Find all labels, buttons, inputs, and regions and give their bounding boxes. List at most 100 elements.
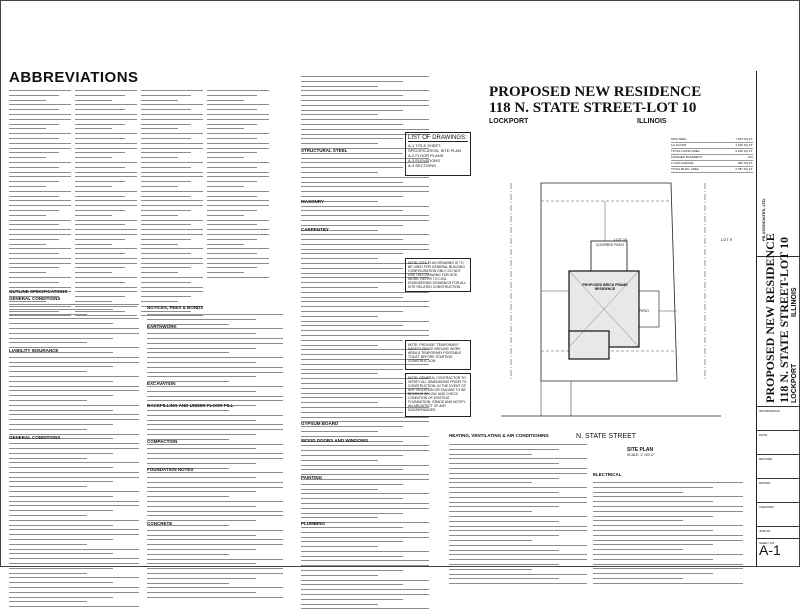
fine-print-line <box>301 131 429 135</box>
abbreviations-column <box>9 87 71 317</box>
fine-print-line <box>147 460 256 464</box>
fine-print-line <box>9 584 139 589</box>
fine-print-line <box>147 407 229 411</box>
fine-print-line <box>301 462 429 466</box>
fine-print-line <box>9 531 139 536</box>
fine-print-line <box>9 212 47 216</box>
fine-print-line <box>301 274 429 279</box>
fine-print-line <box>9 106 59 111</box>
fine-print-line <box>141 250 191 255</box>
fine-print-line <box>75 130 137 135</box>
fine-print-line <box>301 222 404 226</box>
fine-print-line <box>9 546 139 550</box>
fine-print-line <box>147 426 283 431</box>
fine-print-line <box>147 570 283 575</box>
fine-print-line <box>9 522 113 526</box>
fine-print-line <box>593 484 713 488</box>
fine-print-line <box>147 474 256 479</box>
fine-print-line <box>301 121 404 125</box>
fine-print-line <box>301 495 404 500</box>
fine-print-line <box>207 260 269 264</box>
site-data-value: 1,196 SQ.FT. <box>735 143 753 147</box>
fine-print-line <box>9 130 71 135</box>
sheet-number-label: SHEET NO. <box>759 541 776 545</box>
fine-print-line <box>141 255 203 259</box>
fine-print-line <box>301 390 429 394</box>
fine-print-line <box>301 217 429 221</box>
site-data-value: 2,226 SQ.FT. <box>735 149 753 153</box>
fine-print-line <box>9 169 71 173</box>
fine-print-line <box>75 260 137 264</box>
fine-print-line <box>301 375 429 380</box>
fine-print-line <box>301 553 404 557</box>
electrical-heading: ELECTRICAL <box>593 472 622 477</box>
fine-print-line <box>75 231 137 235</box>
fine-print-line <box>141 308 191 312</box>
fine-print-line <box>207 159 269 163</box>
fine-print-line <box>9 101 71 106</box>
fine-print-line <box>449 494 587 498</box>
fine-print-line <box>449 580 587 585</box>
covered-patio-outline <box>590 240 628 272</box>
revised-label: REVISED: <box>759 457 774 461</box>
fine-print-line <box>207 274 269 279</box>
fine-print-line <box>147 359 256 363</box>
fine-print-line <box>301 174 429 178</box>
fine-print-line <box>75 183 113 187</box>
fine-print-line <box>75 212 113 216</box>
fine-print-line <box>75 293 125 298</box>
fine-print-line <box>301 87 429 92</box>
site-data-label: FINISHED BASEMENT <box>671 155 703 159</box>
fine-print-line <box>301 433 429 437</box>
drawing-list-item: A-2 FLOOR PLANS <box>408 153 444 158</box>
site-plan-drawing <box>501 182 721 417</box>
fine-print-line <box>9 550 113 555</box>
fine-print-line <box>301 586 429 591</box>
fine-print-line <box>9 279 59 283</box>
fine-print-line <box>301 193 404 197</box>
fine-print-line <box>9 598 87 603</box>
fine-print-line <box>449 460 560 465</box>
fine-print-line <box>9 344 139 349</box>
fine-print-line <box>141 149 191 154</box>
title-block-checked-cell: CHECKED: <box>757 502 800 526</box>
fine-print-line <box>147 469 283 474</box>
fine-print-line <box>9 464 113 469</box>
fine-print-line <box>147 335 283 339</box>
fine-print-line <box>147 541 283 546</box>
fine-print-line <box>449 503 560 508</box>
fine-print-line <box>75 298 113 303</box>
fine-print-line <box>141 125 179 130</box>
fine-print-line <box>301 260 429 265</box>
fine-print-line <box>449 484 587 489</box>
fine-print-line <box>147 479 283 483</box>
fine-print-line <box>75 221 125 226</box>
fine-print-line <box>141 183 179 187</box>
fine-print-line <box>147 503 256 507</box>
fine-print-line <box>9 226 71 231</box>
fine-print-line <box>75 106 125 111</box>
fine-print-line <box>593 546 683 551</box>
fine-print-line <box>449 455 587 460</box>
fine-print-line <box>9 421 113 425</box>
fine-print-line <box>9 335 113 339</box>
fine-print-line <box>75 188 137 192</box>
fine-print-line <box>9 231 71 235</box>
fine-print-line <box>75 125 113 130</box>
backfilling-heading: BACKFILLING AND UNDER FLOOR FILL <box>147 403 234 408</box>
fine-print-line <box>301 169 378 173</box>
fine-print-line <box>301 534 429 538</box>
fine-print-line <box>301 481 404 485</box>
fine-print-line <box>9 383 139 387</box>
fine-print-line <box>147 508 283 512</box>
fine-print-line <box>207 212 245 216</box>
fine-print-line <box>207 231 269 235</box>
fine-print-line <box>9 269 47 274</box>
fine-print-line <box>593 570 713 575</box>
fine-print-line <box>147 465 229 469</box>
fine-print-line <box>301 212 429 217</box>
list-of-drawings-heading: LIST OF DRAWINGS: <box>408 135 468 142</box>
fine-print-line <box>207 87 269 91</box>
fine-print-line <box>9 306 113 310</box>
fine-print-line <box>9 207 59 211</box>
